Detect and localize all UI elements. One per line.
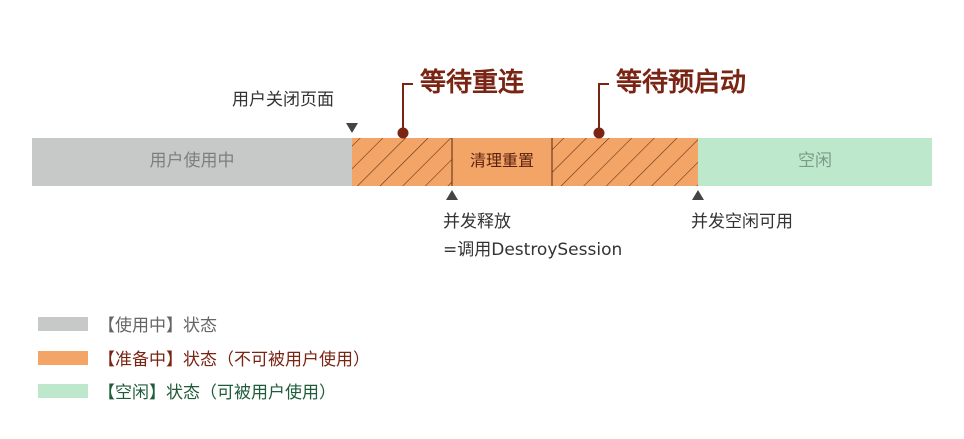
close-page-label: 用户关闭页面 <box>232 90 334 110</box>
legend-item-in-use: 【使用中】状态 <box>38 311 217 336</box>
wait-reconnect-callout-dot <box>397 127 409 139</box>
in-use-segment <box>32 138 352 186</box>
cleanup-label: 清理重置 <box>469 151 534 170</box>
wait-reconnect-title: 等待重连 <box>420 68 525 98</box>
in-use-label: 用户使用中 <box>149 151 235 171</box>
wait-prestart-title: 等待预启动 <box>616 68 747 98</box>
wait-prestart-hatch <box>552 138 698 186</box>
wait-prestart-callout-dot <box>593 127 605 139</box>
legend-swatch-orange <box>38 350 88 365</box>
legend-item-preparing: 【准备中】状态（不可被用户使用） <box>38 345 370 370</box>
wait-reconnect-hatch <box>352 138 452 186</box>
legend-swatch-green <box>38 383 88 398</box>
release-label: 并发释放 <box>443 212 511 232</box>
release-marker <box>446 190 458 200</box>
idle-available-label: 并发空闲可用 <box>691 212 793 232</box>
destroy-session-label: =调用DestroySession <box>443 240 623 260</box>
cleanup-segment <box>452 138 552 186</box>
close-page-marker <box>346 123 358 133</box>
legend-label: 【空闲】状态（可被用户使用） <box>98 383 336 403</box>
legend-label: 【准备中】状态（不可被用户使用） <box>98 350 370 370</box>
wait-reconnect-callout-line <box>402 83 413 133</box>
wait-prestart-callout-line <box>598 83 609 133</box>
idle-label: 空闲 <box>798 151 832 171</box>
idle-segment <box>698 138 932 186</box>
idle-available-marker <box>692 190 704 200</box>
legend-swatch-gray <box>38 316 88 331</box>
legend-item-idle: 【空闲】状态（可被用户使用） <box>38 378 336 403</box>
legend-label: 【使用中】状态 <box>98 316 217 336</box>
